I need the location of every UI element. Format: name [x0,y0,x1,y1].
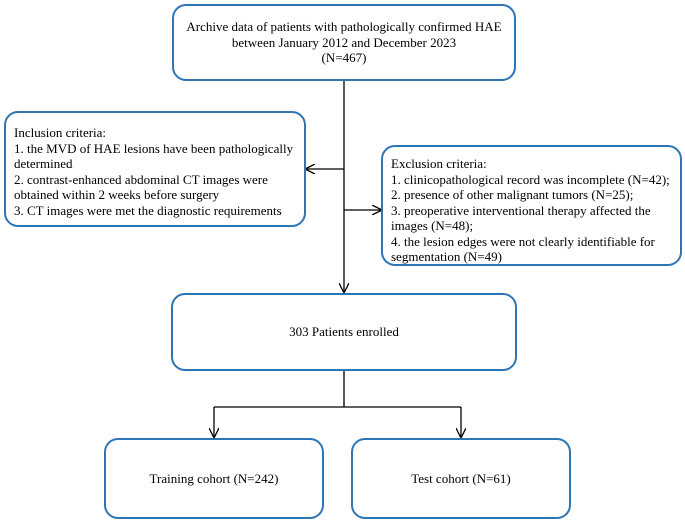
archive-box: Archive data of patients with pathologic… [172,4,516,81]
inclusion-line-6: 3. CT images were met the diagnostic req… [14,202,282,218]
exclusion-line-4: 3. preoperative interventional therapy a… [391,202,651,218]
exclusion-line-5: images (N=48); [391,218,474,233]
archive-text: Archive data of patients with pathologic… [186,19,501,66]
training-label: Training cohort (N=242) [149,470,279,486]
test-cohort-box: Test cohort (N=61) [351,438,571,519]
inclusion-criteria-box: Inclusion criteria: 1. the MVD of HAE le… [4,111,306,227]
test-label: Test cohort (N=61) [411,470,511,486]
exclusion-line-3: 2. presence of other malignant tumors (N… [391,187,634,202]
inclusion-line-3: determined [14,156,73,171]
enrolled-box: 303 Patients enrolled [171,293,517,371]
training-cohort-box: Training cohort (N=242) [104,438,324,519]
enrolled-label: 303 Patients enrolled [289,324,399,340]
inclusion-line-1: Inclusion criteria: [14,125,107,140]
archive-line-1: Archive data of patients with pathologic… [186,19,502,35]
exclusion-criteria-box: Exclusion criteria: 1. clinicopathologic… [381,145,682,266]
inclusion-line-4: 2. contrast-enhanced abdominal CT images… [14,171,268,187]
exclusion-line-2: 1. clinicopathological record was incomp… [391,171,670,187]
archive-line-2: between January 2012 and December 2023 [231,34,457,50]
inclusion-line-2: 1. the MVD of HAE lesions have been path… [14,140,294,156]
exclusion-line-6: 4. the lesion edges were not clearly ide… [391,233,655,249]
exclusion-line-7: segmentation (N=49) [391,249,502,264]
archive-line-3: (N=467) [321,50,367,66]
inclusion-line-5: obtained within 2 weeks before surgery [14,187,220,202]
exclusion-line-1: Exclusion criteria: [391,156,487,171]
